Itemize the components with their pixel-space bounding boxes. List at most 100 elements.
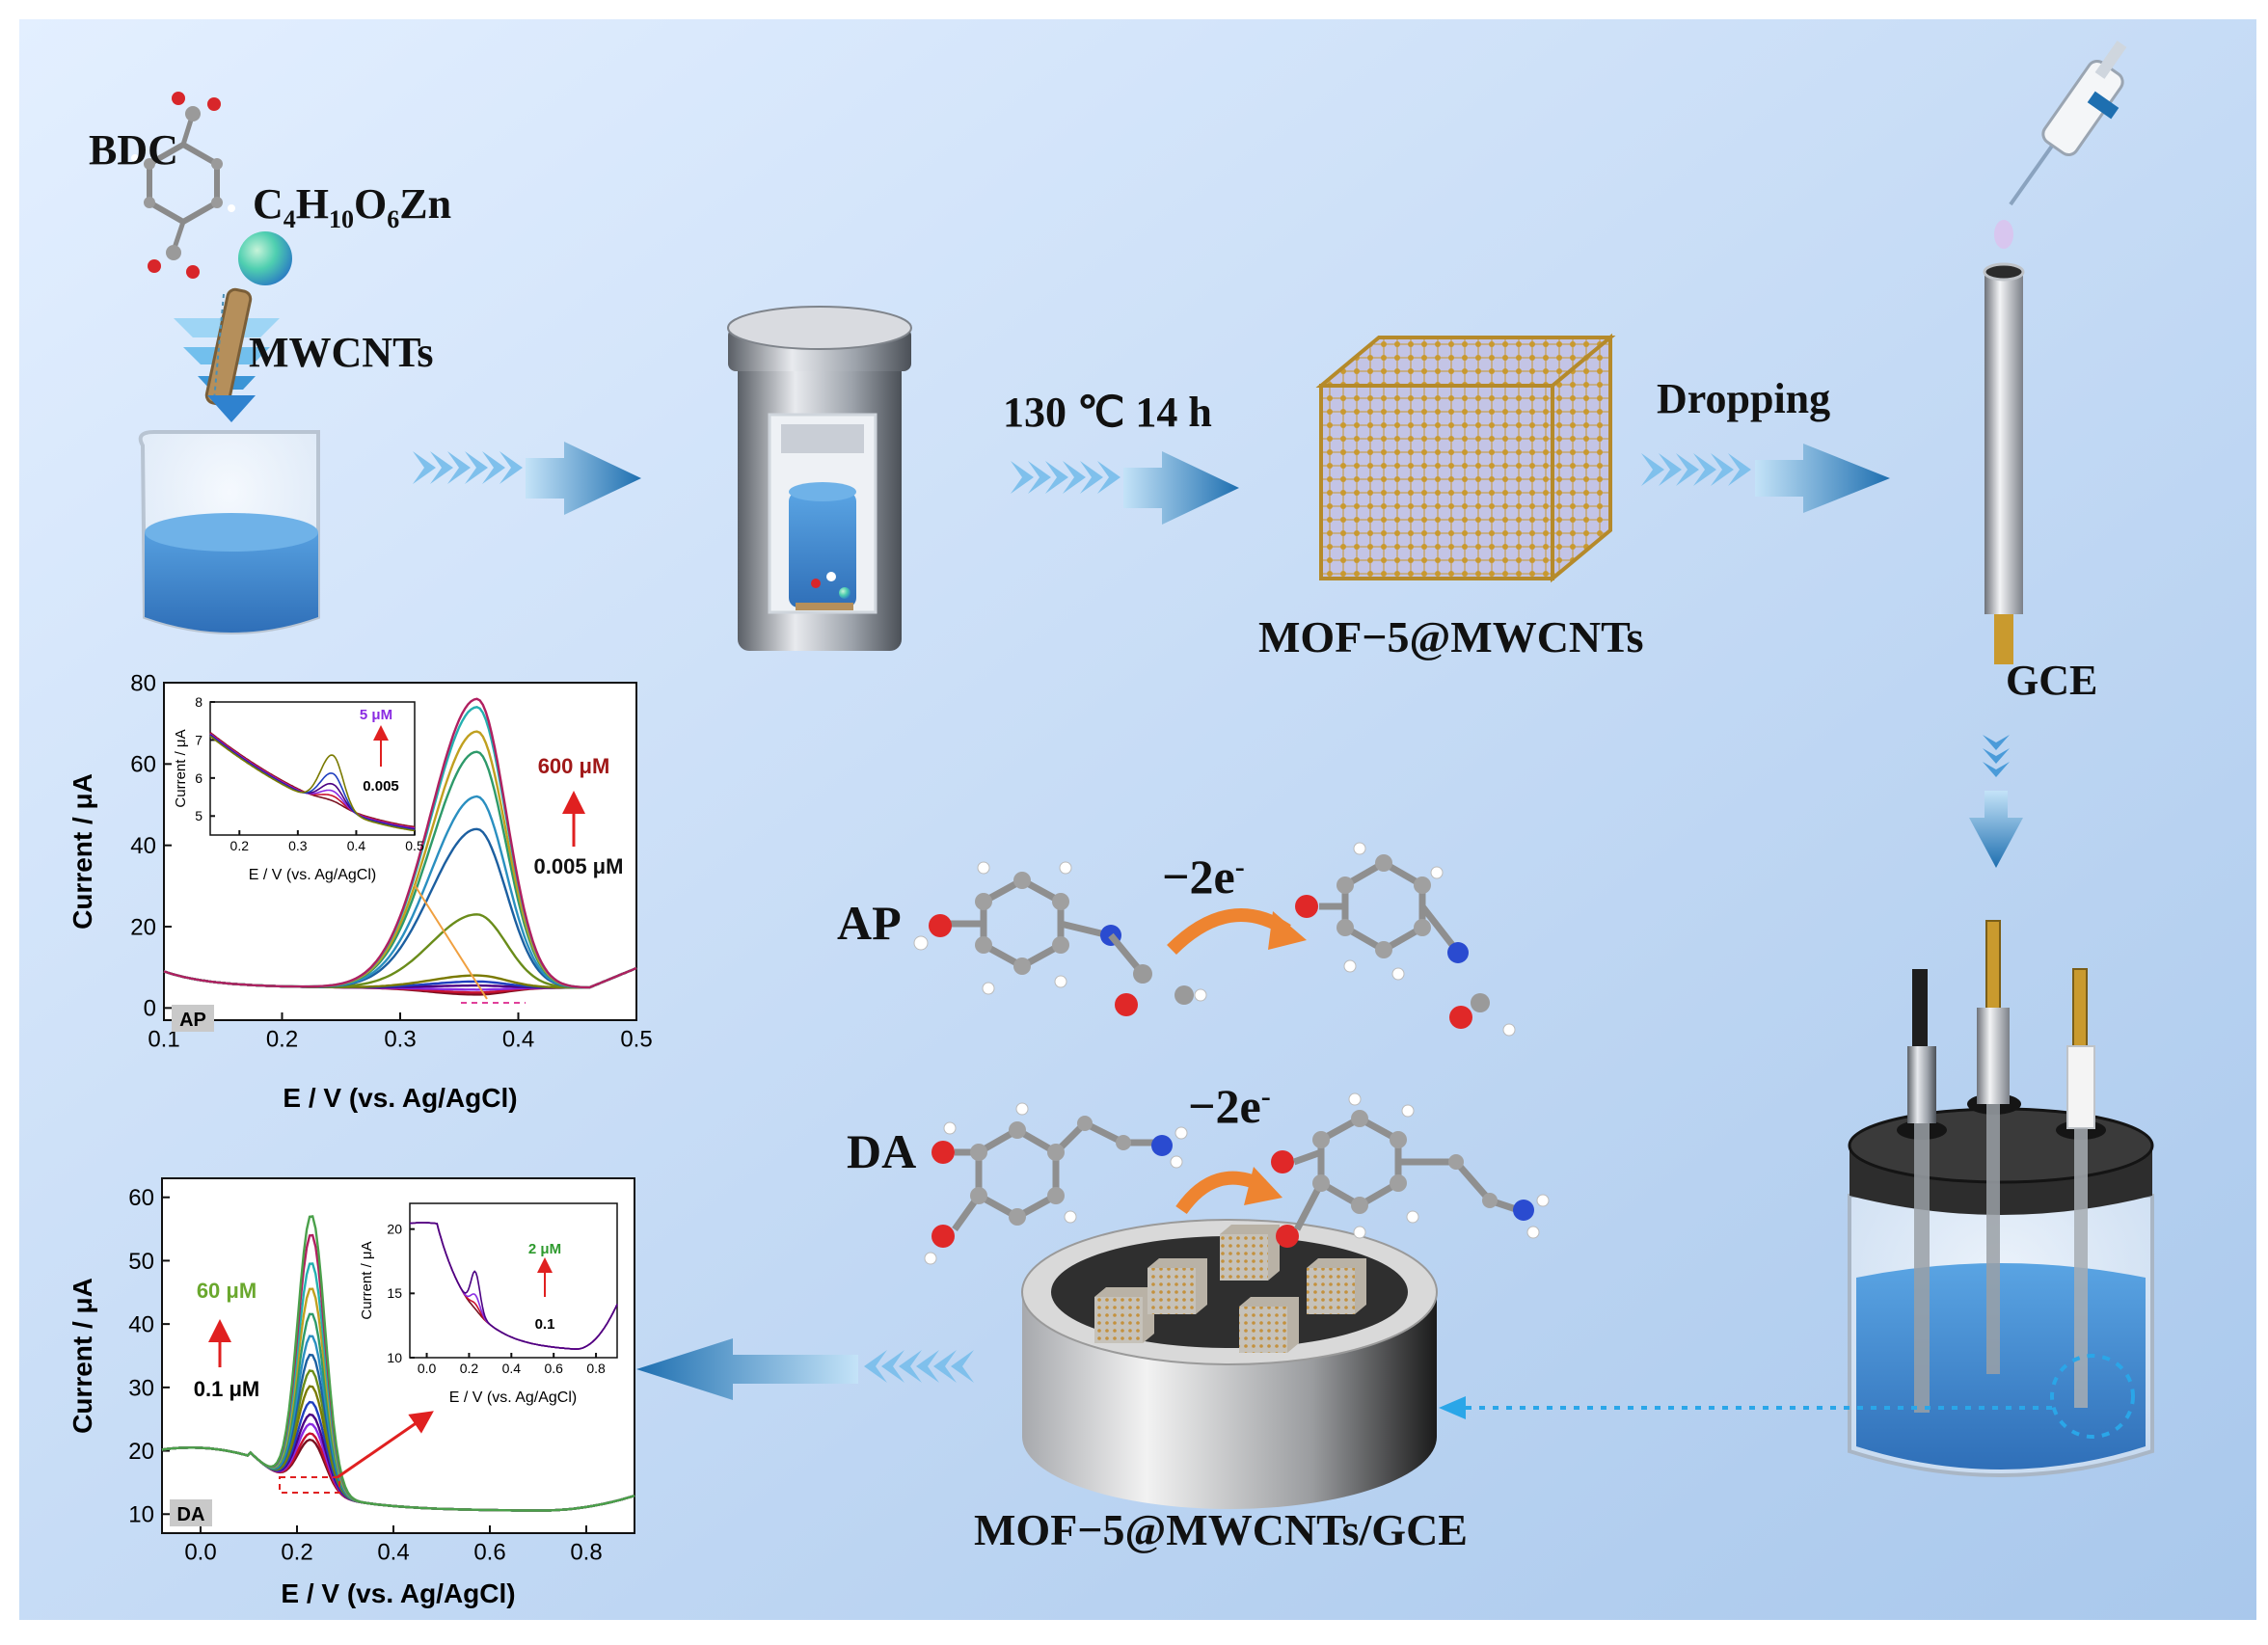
- oxidation-arrowhead-ap: [1268, 911, 1307, 950]
- da-inset-x-tick-label-3: 0.6: [544, 1361, 563, 1376]
- da-inset-frame: [409, 1202, 618, 1359]
- mof-5-cube-icon: [1315, 333, 1616, 583]
- ap-molecule-label: AP: [837, 896, 902, 950]
- process-arrow-3: [1641, 444, 1890, 513]
- ap-inset-curves: [209, 731, 416, 832]
- ap-y-axis: 0 20 40 60 80: [130, 670, 172, 1022]
- da-zoom-region: [279, 1476, 340, 1494]
- ap-inset-y-tick-label-3: 8: [195, 694, 202, 710]
- ap-inset-axes: 5 6 7 8 0.2 0.3 0.4 0.5: [195, 694, 424, 853]
- da-inset-x-tick-label-1: 0.2: [460, 1361, 479, 1376]
- ap-curves: [163, 697, 637, 996]
- da-inset-x-tick-label-4: 0.8: [586, 1361, 606, 1376]
- ap-y-axis-label: Current / μA: [68, 773, 97, 930]
- ap-inset-x-tick-label-1: 0.3: [288, 838, 308, 853]
- process-arrow-1: [413, 442, 641, 515]
- mof-composite-label: MOF−5@MWCNTs: [1258, 612, 1644, 661]
- ap-inset-x-label: E / V (vs. Ag/AgCl): [249, 867, 376, 883]
- process-arrow-down: [1969, 735, 2023, 868]
- da-x-tick-label-2: 0.4: [377, 1540, 409, 1566]
- zinc-precursor-sphere-icon: [238, 231, 292, 285]
- ap-electron-transfer-label: −2e-: [1162, 849, 1245, 903]
- da-x-tick-label-3: 0.6: [473, 1540, 505, 1566]
- mwcnts-label: MWCNTs: [249, 329, 434, 376]
- ap-x-tick-label-2: 0.3: [384, 1027, 416, 1053]
- mof-cube-small-1: [1094, 1287, 1154, 1343]
- ap-y-tick-label-3: 60: [130, 752, 156, 778]
- da-molecule-icon: [924, 1102, 1188, 1265]
- da-curves: [161, 1215, 635, 1512]
- da-electron-transfer-label: −2e-: [1188, 1079, 1271, 1133]
- da-annotation-high: 60 μM: [197, 1279, 256, 1303]
- da-inset-annotation-high: 2 μM: [528, 1241, 561, 1257]
- ap-annotation-high: 600 μM: [538, 754, 610, 778]
- da-y-tick-label-2: 30: [128, 1375, 154, 1401]
- beaker-icon: [138, 430, 320, 634]
- autoclave-icon: [727, 306, 912, 651]
- ap-inset-x-tick-label-0: 0.2: [230, 838, 250, 853]
- ap-molecule-icon: [913, 861, 1207, 1016]
- ap-product-molecule-icon: [1295, 842, 1516, 1037]
- process-arrow-left: [636, 1338, 974, 1400]
- ap-curve-12: [163, 697, 637, 989]
- mwcnt-tube-icon: [174, 287, 280, 422]
- ap-inset-annotation-low: 0.005: [363, 778, 399, 795]
- ap-inset-y-tick-label-2: 7: [195, 732, 202, 747]
- pipette-icon: [2009, 40, 2127, 206]
- ap-y-tick-label-0: 0: [144, 996, 156, 1022]
- da-annotation-low: 0.1 μM: [194, 1377, 259, 1401]
- da-panel-badge-bg: [170, 1499, 212, 1526]
- da-x-tick-label-4: 0.8: [570, 1540, 602, 1566]
- ap-inset-y-label: Current / μA: [173, 729, 189, 807]
- process-arrow-2: [1011, 451, 1239, 525]
- ap-x-axis-label: E / V (vs. Ag/AgCl): [283, 1083, 517, 1113]
- electrochemical-cell-icon: [1848, 920, 2154, 1477]
- da-y-tick-label-0: 10: [128, 1502, 154, 1528]
- ap-inset-y-tick-label-1: 6: [195, 770, 202, 786]
- mof-cube-small-5: [1239, 1297, 1299, 1353]
- mof-cube-small-2: [1148, 1258, 1207, 1314]
- droplet-icon: [1994, 220, 2013, 249]
- modified-electrode-icon: [1021, 1219, 1438, 1509]
- da-inset-annotation-low: 0.1: [535, 1316, 555, 1333]
- gce-label: GCE: [2006, 657, 2098, 704]
- da-panel-badge: DA: [177, 1504, 205, 1525]
- da-y-axis-label: Current / μA: [68, 1278, 97, 1434]
- da-x-axis-label: E / V (vs. Ag/AgCl): [281, 1578, 515, 1608]
- ap-inset-pointer: [414, 884, 488, 1000]
- mof-cube-small-3: [1220, 1225, 1280, 1281]
- ap-inset-y-tick-label-0: 5: [195, 808, 202, 823]
- da-curve-13: [161, 1215, 635, 1512]
- ap-y-tick-label-2: 40: [130, 833, 156, 859]
- ap-y-tick-label-1: 20: [130, 914, 156, 940]
- da-x-tick-label-1: 0.2: [281, 1540, 312, 1566]
- da-inset-y-tick-label-1: 15: [387, 1285, 402, 1301]
- da-inset-x-tick-label-2: 0.4: [502, 1361, 522, 1376]
- da-inset-y-tick-label-2: 20: [387, 1222, 402, 1237]
- da-product-molecule-icon: [1271, 1092, 1550, 1248]
- mof-cube-small-4: [1307, 1258, 1366, 1314]
- ap-y-tick-label-4: 80: [130, 670, 156, 696]
- da-inset-pointer: [337, 1411, 434, 1479]
- da-inset-curves: [409, 1222, 618, 1350]
- zinc-acetate-formula: C4H10O6Zn: [253, 180, 452, 233]
- da-inset-x-label: E / V (vs. Ag/AgCl): [449, 1389, 577, 1406]
- da-inset-y-tick-label-0: 10: [387, 1350, 402, 1365]
- ap-inset-x-tick-label-2: 0.4: [347, 838, 366, 853]
- ap-inset-x-tick-label-3: 0.5: [405, 838, 424, 853]
- da-inset-x-tick-label-0: 0.0: [418, 1361, 437, 1376]
- ap-annotation-low: 0.005 μM: [534, 854, 624, 878]
- ap-inset-frame: [209, 701, 416, 836]
- da-inset-axes: 10 15 20 0.0 0.2 0.4 0.6 0.8: [387, 1222, 606, 1377]
- modified-electrode-label: MOF−5@MWCNTs/GCE: [974, 1505, 1468, 1554]
- bdc-label: BDC: [89, 126, 178, 174]
- da-y-tick-label-3: 40: [128, 1312, 154, 1338]
